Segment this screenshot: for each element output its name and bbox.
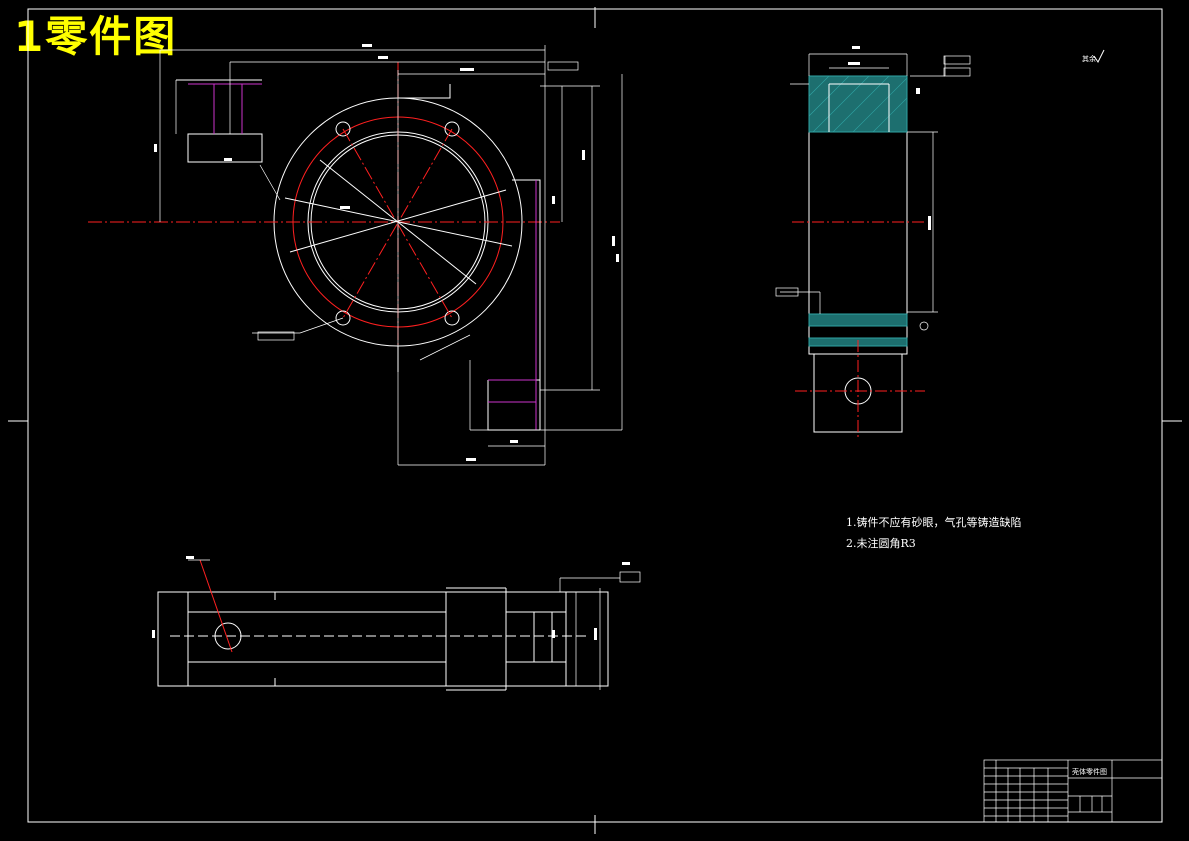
sheet-border	[8, 7, 1182, 834]
note-2: 2.未注圆角R3	[846, 537, 916, 550]
roughness-check-icon	[1093, 49, 1105, 63]
note-1: 1.铸件不应有砂眼，气孔等铸造缺陷	[846, 516, 1022, 529]
title-block-part-name: 壳体零件图	[1072, 768, 1107, 776]
sheet-title: 1零件图	[14, 12, 178, 61]
front-view	[88, 44, 623, 466]
top-view	[152, 556, 641, 691]
roughness-other-label: 其余	[1082, 54, 1096, 63]
title-block	[983, 759, 1163, 823]
side-section-view: 其余	[775, 46, 1105, 440]
technical-notes: 1.铸件不应有砂眼，气孔等铸造缺陷 2.未注圆角R3	[846, 512, 1022, 554]
